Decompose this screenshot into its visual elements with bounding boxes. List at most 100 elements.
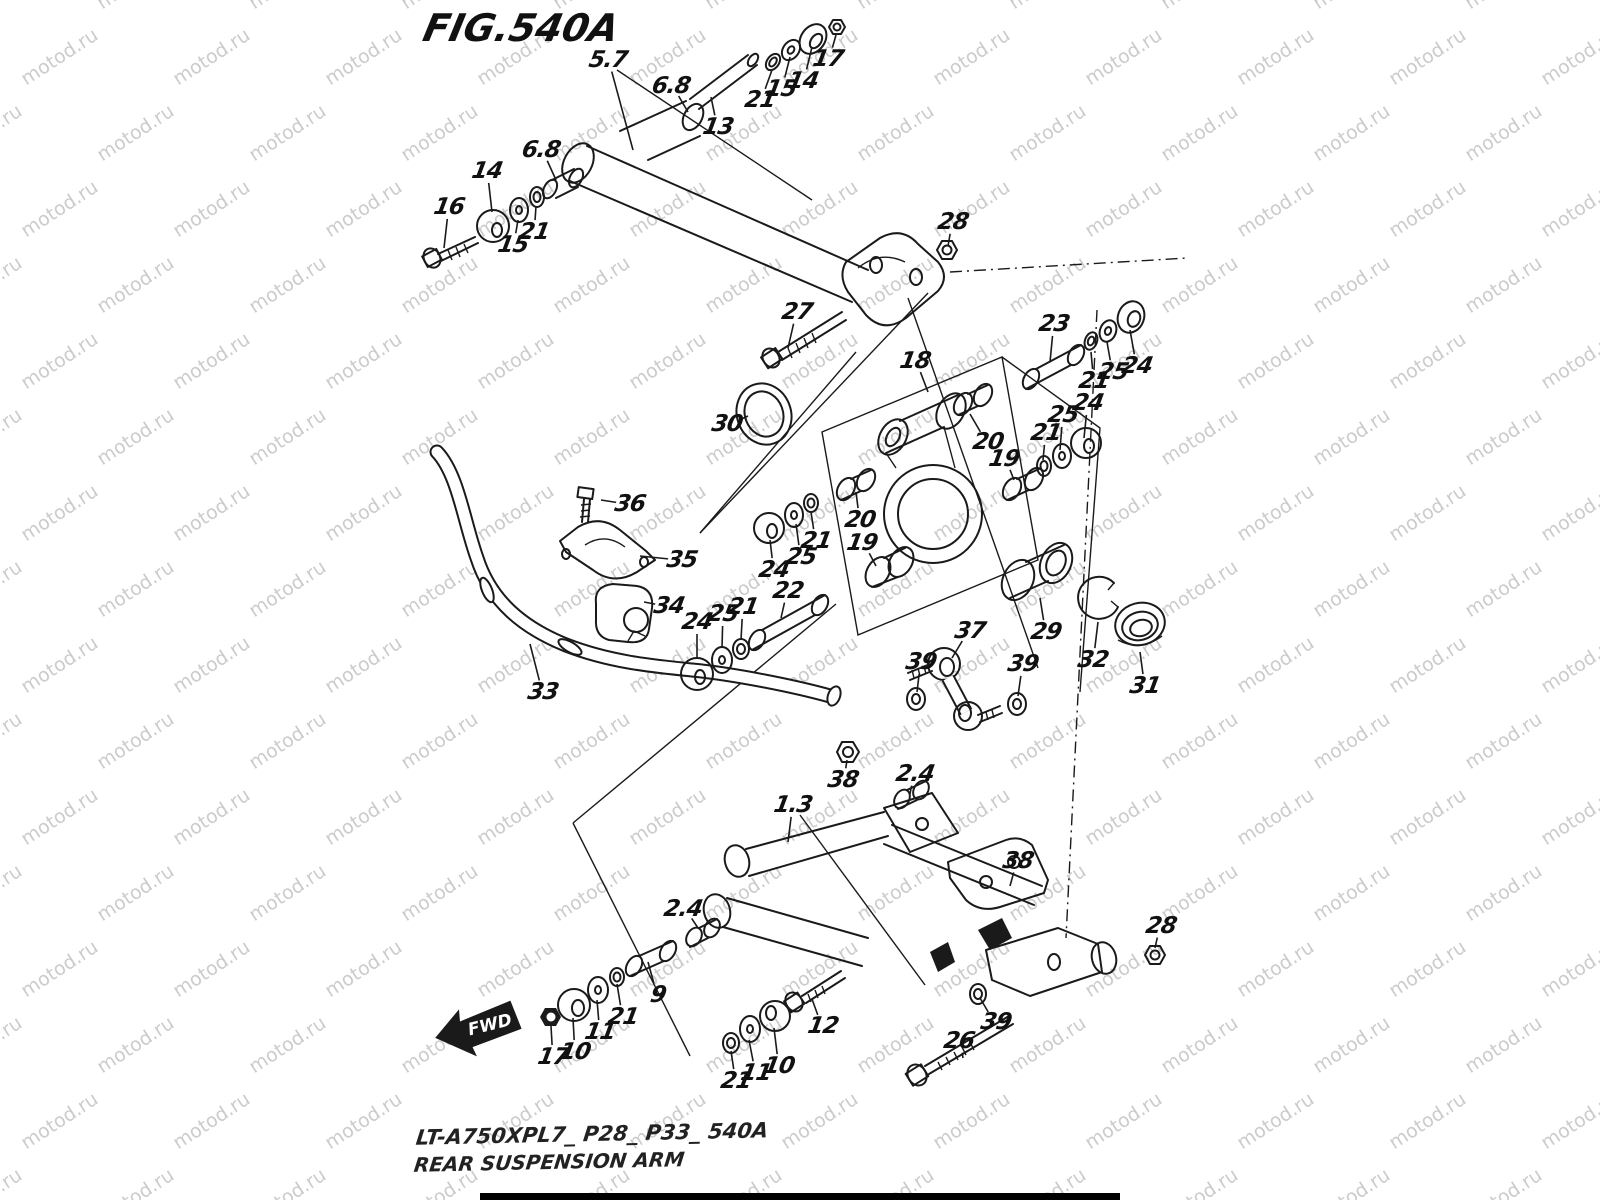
part-callout: 24	[1119, 353, 1155, 379]
callout-leader	[514, 219, 519, 234]
callout-leader	[740, 618, 743, 641]
callout-leader	[739, 415, 749, 421]
callout-leader	[600, 499, 617, 504]
callout-leader	[596, 999, 600, 1021]
part-callout: 34	[651, 593, 687, 619]
part-callout: 2.4	[893, 761, 937, 787]
part-callout: 19	[986, 446, 1022, 472]
part-callout: 16	[431, 194, 467, 220]
callout-leader	[811, 998, 819, 1016]
stabilizer-bar-33	[429, 444, 842, 707]
part-callout: 5.7	[586, 47, 630, 73]
washer-set-mid	[753, 493, 819, 544]
callout-leader	[546, 160, 557, 181]
part-callout: 35	[664, 547, 700, 573]
part-callout: 6.8	[519, 137, 563, 163]
callout-leader	[969, 413, 982, 433]
flange-nut-28-right	[1144, 945, 1166, 965]
rear-knuckle	[864, 392, 983, 588]
callout-leader	[721, 625, 724, 649]
rear-bracket-cluster	[930, 837, 1118, 1005]
part-callout: 28	[1143, 913, 1179, 939]
callout-leader	[1083, 414, 1088, 439]
part-callout: 21	[1028, 420, 1064, 446]
callout-leader	[1106, 341, 1112, 361]
callout-leader	[534, 205, 537, 221]
part-callout: 10	[761, 1053, 797, 1079]
part-callout: 9	[648, 982, 668, 1008]
callout-leader	[769, 539, 773, 559]
part-callout: 12	[805, 1013, 841, 1039]
part-callout: 19	[844, 530, 880, 556]
part-callout: 26	[941, 1028, 977, 1054]
flange-nut-38-mid	[836, 741, 860, 763]
suspension-arm-lower	[540, 893, 869, 1026]
part-callout: 2.4	[661, 896, 705, 922]
callout-leader	[831, 34, 837, 48]
part-callout: 32	[1075, 647, 1111, 673]
callout-leader	[1039, 597, 1045, 621]
callout-leader	[787, 816, 792, 843]
callout-leader	[710, 96, 716, 116]
pointer-lines	[572, 69, 1189, 1057]
knuckle-bushings	[835, 382, 1045, 502]
callout-leader	[550, 1025, 553, 1046]
callout-leader	[787, 323, 795, 349]
callout-leader	[639, 555, 669, 560]
callout-leader	[647, 961, 655, 984]
part-callout: 39	[1005, 651, 1041, 677]
part-callout: 1.3	[771, 792, 815, 818]
knuckle-assembly-box	[821, 356, 1101, 693]
right-washer-stack-upper	[1083, 300, 1146, 351]
stabilizer-link-37	[907, 647, 1003, 731]
part-callout: 27	[779, 299, 815, 325]
part-callout: 33	[525, 679, 561, 705]
callout-leader	[868, 552, 877, 567]
oil-seal-31	[1114, 601, 1166, 647]
top-right-washer-stack	[764, 19, 846, 72]
callout-leader	[1139, 651, 1144, 675]
callout-leader	[529, 643, 541, 681]
part-callout: 6.8	[649, 73, 693, 99]
snap-ring-32	[1077, 575, 1119, 620]
part-callout: 37	[952, 618, 988, 644]
callout-leader	[1009, 469, 1015, 481]
callout-leader	[443, 218, 449, 249]
callout-leader	[916, 673, 920, 693]
part-callout: 29	[1028, 619, 1064, 645]
callout-leader	[643, 601, 656, 605]
callout-leader	[1049, 335, 1054, 363]
left-washer-stack	[421, 167, 585, 269]
bolt-26	[904, 1015, 1014, 1087]
callout-leader	[616, 983, 622, 1006]
part-callout: 30	[709, 411, 745, 437]
callout-leader	[1154, 937, 1159, 949]
callout-leader	[795, 523, 800, 546]
callout-leader	[1059, 426, 1063, 451]
callout-leader	[1094, 621, 1099, 649]
part-callout: 21	[725, 594, 761, 620]
right-washer-stack-lower	[1036, 427, 1102, 477]
callout-leader	[1129, 329, 1136, 355]
callout-leader	[909, 785, 913, 795]
callout-leader	[610, 71, 634, 151]
callout-leader	[805, 46, 813, 70]
callout-leader	[784, 56, 791, 78]
upper-suspension-arm	[561, 100, 869, 303]
callout-leader	[677, 95, 689, 113]
callout-leader	[947, 233, 951, 247]
part-callout: 14	[469, 158, 505, 184]
callout-leader	[730, 1050, 735, 1070]
suspension-arm-middle	[723, 779, 1043, 906]
callout-leader	[919, 371, 929, 393]
part-callout: 39	[978, 1009, 1014, 1035]
part-callout: 18	[897, 348, 933, 374]
stabilizer-clamp-bolt-36	[576, 486, 595, 523]
part-callout: 23	[1036, 311, 1072, 337]
part-callout: 28	[935, 209, 971, 235]
callout-leader	[810, 511, 815, 530]
callout-leader	[487, 182, 493, 213]
bearing-29	[1000, 541, 1074, 602]
callout-leader	[780, 602, 786, 619]
